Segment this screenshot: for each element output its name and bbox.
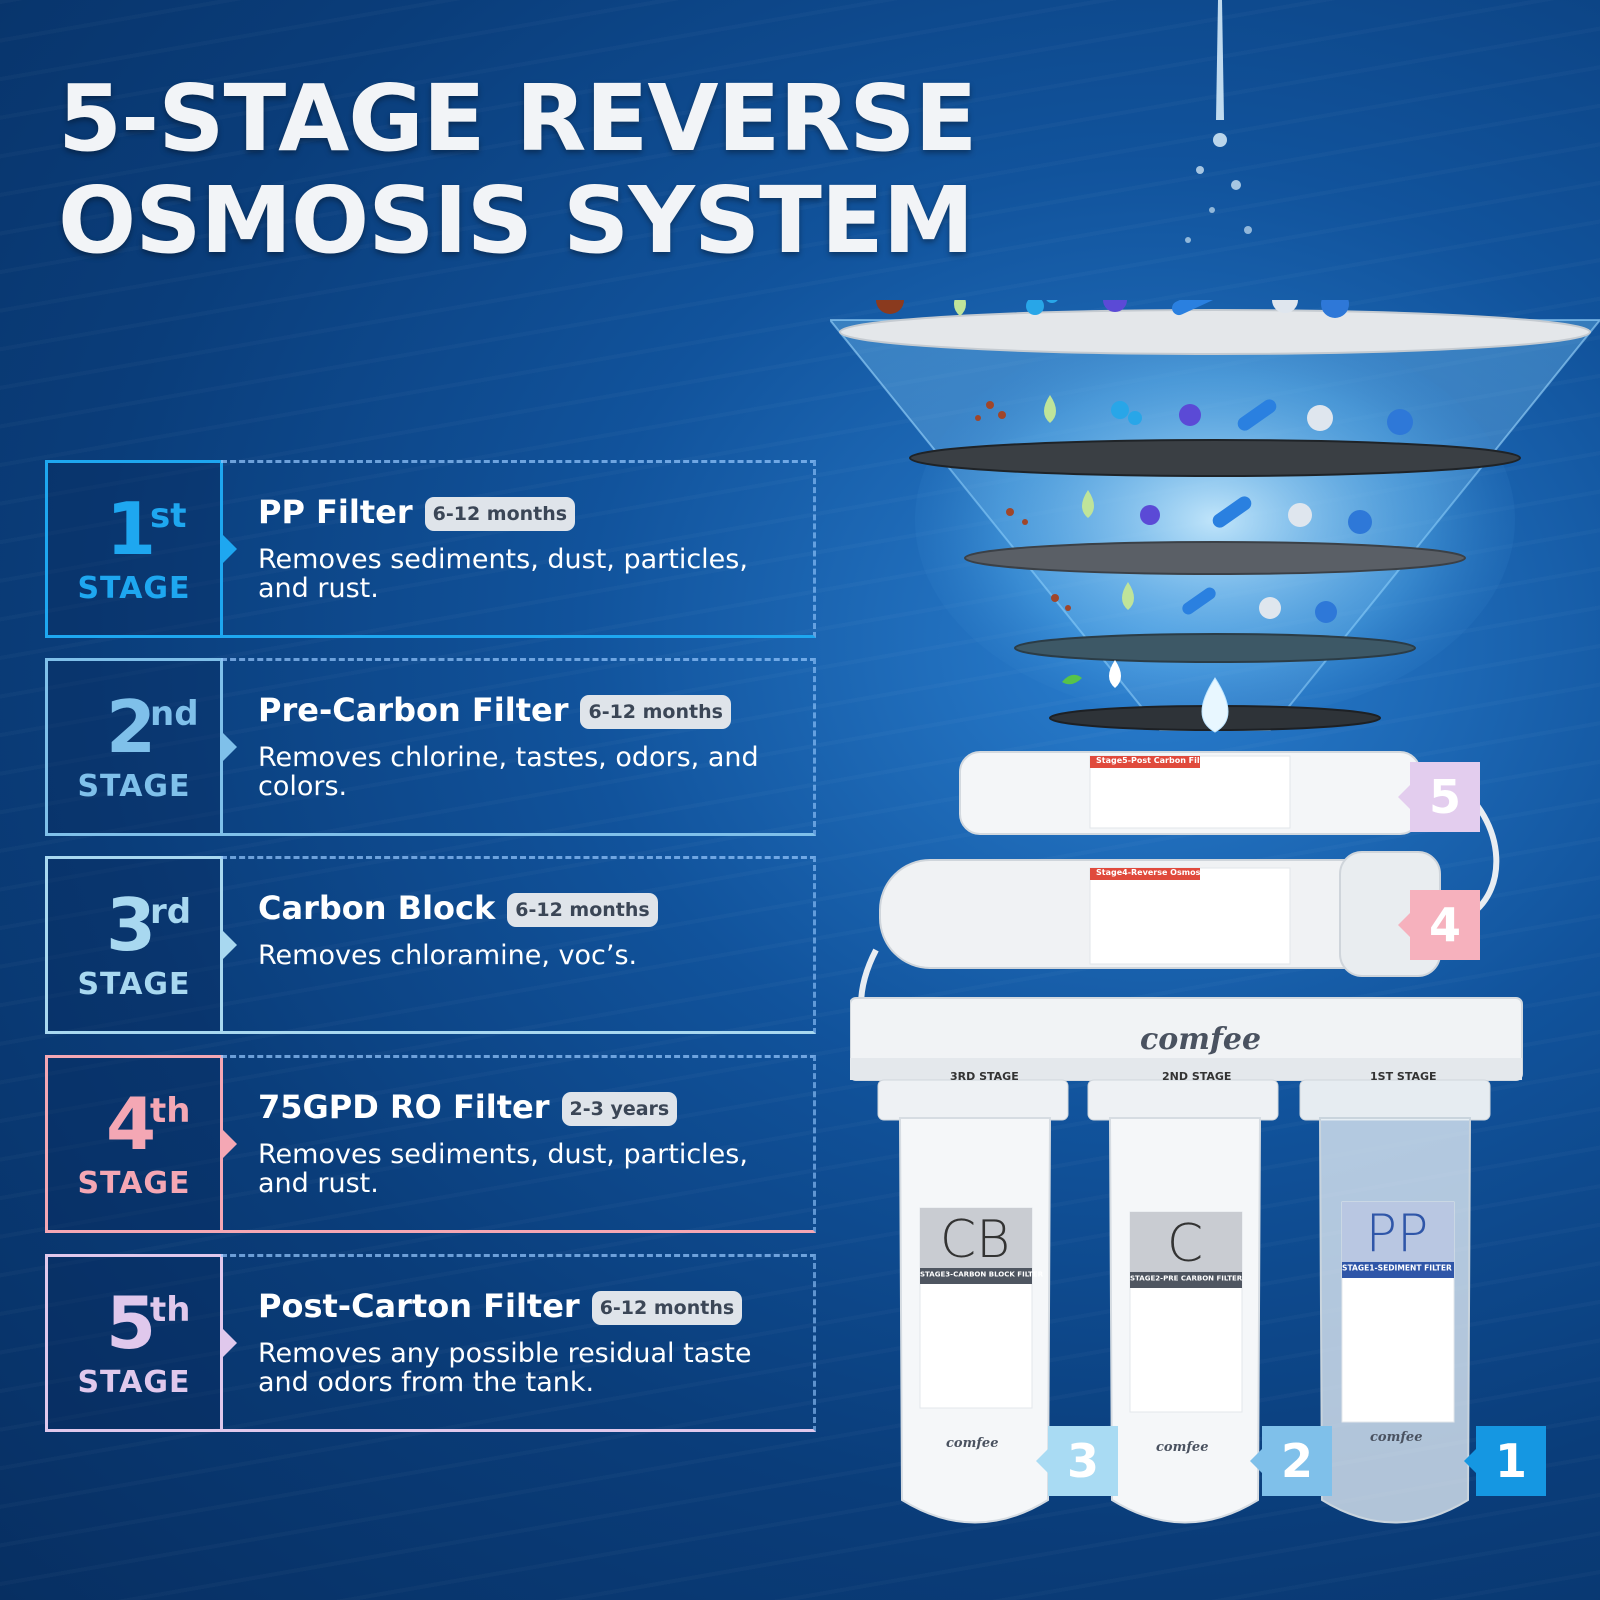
filter-description: Removes chloramine, voc’s. [258, 940, 638, 971]
water-drop [1201, 677, 1229, 733]
filter-name-wrap: Carbon Block 6-12 months [258, 889, 658, 927]
contaminant-particles [876, 300, 1413, 688]
stage-1-number-badge: 1 [1464, 1426, 1546, 1496]
filter-name: Carbon Block [258, 889, 496, 927]
filter-name: Post-Carton Filter [258, 1287, 580, 1325]
filter-layer [909, 439, 1521, 477]
filter-name-wrap: Pre-Carbon Filter 6-12 months [258, 691, 731, 729]
stage-ordinal: st [150, 496, 187, 536]
stage-3-filter-name: STAGE3-CARBON BLOCK FILTER [920, 1271, 1044, 1279]
stage-row-2: 2 nd STAGE Pre-Carbon Filter 6-12 months … [45, 658, 820, 836]
stage-number: 2 [106, 685, 157, 769]
filter-description: Removes chlorine, tastes, odors, and col… [258, 742, 759, 802]
stage-info: Post-Carton Filter 6-12 months Removes an… [221, 1254, 816, 1432]
stage-1-housing-label: 1ST STAGE [1370, 1070, 1437, 1083]
stage-2-housing-label: 2ND STAGE [1162, 1070, 1232, 1083]
stage-word: STAGE [77, 967, 191, 1002]
brand-logo: comfee [1140, 1022, 1262, 1057]
stage-4-number-badge: 4 [1398, 890, 1480, 960]
stage-word: STAGE [77, 1166, 191, 1201]
stage-row-1: 1 st STAGE PP Filter 6-12 months Removes … [45, 460, 820, 638]
stage-ordinal: th [150, 1290, 191, 1330]
stage-info: PP Filter 6-12 months Removes sediments, … [221, 460, 816, 638]
stage-number: 1 [106, 487, 157, 571]
ro-system-product: comfee 3RD STAGE 2ND STAGE 1ST STAGE CB … [850, 740, 1550, 1560]
filter-description: Removes sediments, dust, particles, and … [258, 1139, 748, 1199]
filter-name-wrap: Post-Carton Filter 6-12 months [258, 1287, 743, 1325]
stage-5-number-badge: 5 [1398, 762, 1480, 832]
stage-ordinal: th [150, 1091, 191, 1131]
replacement-period-badge: 6-12 months [580, 695, 731, 729]
title-line-1: 5-STAGE REVERSE [58, 65, 977, 172]
water-stream-illustration [1185, 0, 1252, 243]
replacement-period-badge: 6-12 months [591, 1291, 743, 1325]
stage-info: Pre-Carbon Filter 6-12 months Removes chl… [221, 658, 816, 836]
filter-layer [1014, 633, 1416, 663]
page-title: 5-STAGE REVERSE OSMOSIS SYSTEM [58, 65, 977, 274]
filter-description: Removes sediments, dust, particles, and … [258, 544, 748, 604]
stage-info: 75GPD RO Filter 2-3 years Removes sedimen… [221, 1055, 816, 1233]
canister-logo: comfee [946, 1436, 999, 1451]
stage-word: STAGE [77, 1365, 191, 1400]
stage-3-housing-label: 3RD STAGE [950, 1070, 1019, 1083]
title-line-2: OSMOSIS SYSTEM [58, 167, 974, 274]
filter-name: 75GPD RO Filter [258, 1088, 550, 1126]
stage-row-3: 3 rd STAGE Carbon Block 6-12 months Remov… [45, 856, 820, 1034]
filtration-cone-illustration [830, 300, 1600, 733]
stage-badge: 4 th STAGE [45, 1055, 237, 1233]
stage-badge: 1 st STAGE [45, 460, 237, 638]
stage-badge: 2 nd STAGE [45, 658, 237, 836]
filter-name-wrap: PP Filter 6-12 months [258, 493, 576, 531]
c-filter-letter: C [1166, 1214, 1204, 1274]
stage-word: STAGE [77, 571, 191, 606]
stage-row-5: 5 th STAGE Post-Carton Filter 6-12 months… [45, 1254, 820, 1432]
stage-5-filter-label: Stage5-Post Carbon Filter [1096, 756, 1213, 765]
stage-ordinal: rd [150, 892, 192, 932]
stage-2-filter-name: STAGE2-PRE CARBON FILTER [1130, 1275, 1243, 1283]
stage-row-4: 4 th STAGE 75GPD RO Filter 2-3 years Remo… [45, 1055, 820, 1233]
ro-system-body [850, 751, 1523, 1524]
canister-logo: comfee [1156, 1440, 1209, 1455]
pp-filter-letter: PP [1365, 1204, 1429, 1264]
replacement-period-badge: 2-3 years [561, 1092, 678, 1126]
filter-name-wrap: 75GPD RO Filter 2-3 years [258, 1088, 678, 1126]
stage-badge: 5 th STAGE [45, 1254, 237, 1432]
canister-logo: comfee [1370, 1430, 1423, 1445]
replacement-period-badge: 6-12 months [507, 893, 658, 927]
stage-1-filter-name: STAGE1-SEDIMENT FILTER [1342, 1264, 1452, 1274]
stage-number: 4 [106, 1082, 157, 1166]
filter-description: Removes any possible residual taste and … [258, 1338, 752, 1398]
filter-layer [839, 309, 1591, 355]
stage-info: Carbon Block 6-12 months Removes chlorami… [221, 856, 816, 1034]
filter-name: PP Filter [258, 493, 413, 531]
stage-number: 5 [106, 1281, 157, 1365]
stage-4-filter-label: Stage4-Reverse Osmosis Filter [1096, 868, 1235, 877]
stage-2-number-badge: 2 [1250, 1426, 1332, 1496]
filter-layer [964, 541, 1466, 575]
stage-3-number-badge: 3 [1036, 1426, 1118, 1496]
cb-filter-letter: CB [939, 1210, 1011, 1270]
stage-word: STAGE [77, 769, 191, 804]
stage-number: 3 [106, 883, 157, 967]
stage-ordinal: nd [150, 694, 199, 734]
filter-name: Pre-Carbon Filter [258, 691, 569, 729]
replacement-period-badge: 6-12 months [424, 497, 576, 531]
stage-badge: 3 rd STAGE [45, 856, 237, 1034]
